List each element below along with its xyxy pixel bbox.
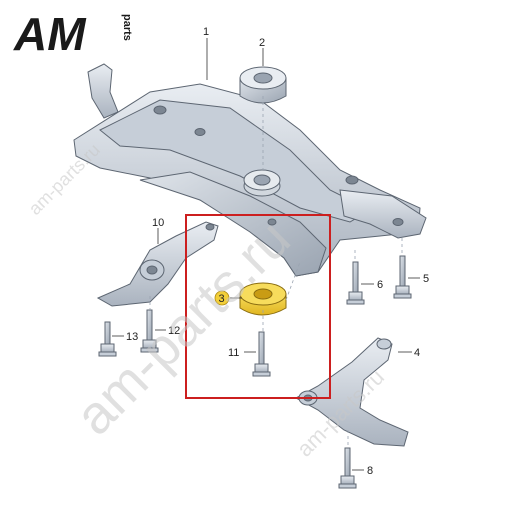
bolts (98, 255, 412, 489)
bolt-part-6 (346, 261, 365, 305)
callout-1: 1 (203, 26, 209, 38)
callout-12: 12 (168, 325, 180, 337)
leader-lines (112, 38, 420, 471)
callout-4: 4 (414, 347, 420, 359)
callout-3: 3 (219, 293, 225, 305)
callout-labels: 1 2 3 4 5 6 8 10 11 12 13 (126, 26, 429, 477)
callout-13: 13 (126, 331, 138, 343)
callout-11: 11 (228, 347, 239, 359)
callout-10: 10 (152, 217, 164, 229)
brand-logo: AM parts (13, 8, 133, 60)
bolt-part-13 (98, 321, 117, 357)
bushing-part-2 (239, 66, 287, 104)
guide-lines (149, 96, 403, 448)
bracket-part-10 (96, 221, 219, 307)
callout-6: 6 (377, 279, 383, 291)
bolt-part-11 (252, 331, 271, 377)
bushing-part-3-highlighted[interactable] (239, 282, 287, 316)
bolt-part-5 (393, 255, 412, 299)
watermark-small-left: am-parts.ru (25, 140, 104, 219)
logo-sub-text: parts (121, 14, 133, 41)
logo-main-text: AM (13, 8, 87, 60)
callout-2: 2 (259, 37, 265, 49)
highlight-frame (185, 214, 331, 399)
bolt-part-8 (338, 447, 357, 489)
callout-5: 5 (423, 273, 429, 285)
callout-3-badge: 3 (214, 290, 230, 306)
bolt-part-12 (140, 309, 159, 353)
subframe (73, 63, 427, 277)
callout-8: 8 (367, 465, 373, 477)
